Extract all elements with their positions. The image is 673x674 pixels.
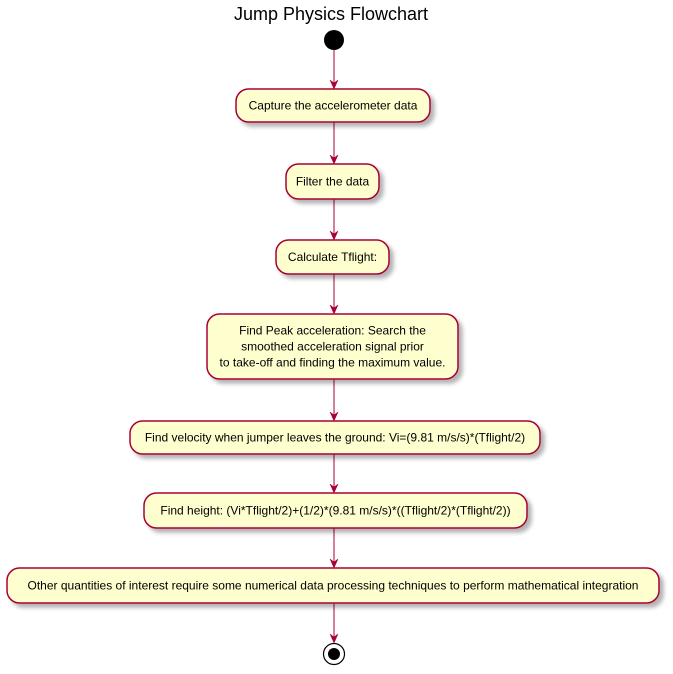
end-node [322, 642, 346, 666]
activity-node: Other quantities of interest require som… [6, 567, 660, 604]
arrowhead [329, 411, 339, 422]
diagram-title: Jump Physics Flowchart [234, 4, 428, 24]
activity-box [235, 88, 431, 123]
arrows [329, 50, 339, 644]
activity-node: Find height: (Vi*Tflight/2)+(1/2)*(9.81 … [143, 492, 528, 529]
activity-label: to take-off and finding the maximum valu… [220, 356, 446, 370]
activity-label: Filter the data [296, 175, 370, 189]
activity-box [285, 163, 380, 200]
activity-node: Capture the accelerometer data [235, 88, 431, 123]
activity-label: Calculate Tflight: [288, 250, 377, 264]
arrowhead [329, 483, 339, 494]
activity-box [143, 492, 528, 529]
arrowhead [329, 230, 339, 241]
activity-node: Find Peak acceleration: Search the smooth… [206, 313, 459, 380]
activity-box [129, 420, 541, 455]
activity-node: Calculate Tflight: [275, 239, 390, 275]
arrowhead [329, 558, 339, 569]
activity-box [275, 239, 390, 275]
arrowhead [329, 154, 339, 165]
activity-label: Find Peak acceleration: Search the [239, 324, 426, 338]
arrowhead [329, 633, 339, 644]
arrowhead [329, 79, 339, 90]
activity-label: Find height: (Vi*Tflight/2)+(1/2)*(9.81 … [160, 504, 510, 518]
activity-label: smoothed acceleration signal prior [241, 340, 424, 354]
start-node [324, 30, 344, 50]
activity-label: Find velocity when jumper leaves the gro… [145, 431, 525, 445]
activity-box [206, 313, 459, 380]
arrowhead [329, 304, 339, 315]
activity-box [6, 567, 660, 604]
activity-label: Other quantities of interest require som… [28, 579, 639, 593]
activity-node: Find velocity when jumper leaves the gro… [129, 420, 541, 455]
activity-node: Filter the data [285, 163, 380, 200]
activity-label: Capture the accelerometer data [249, 99, 418, 113]
